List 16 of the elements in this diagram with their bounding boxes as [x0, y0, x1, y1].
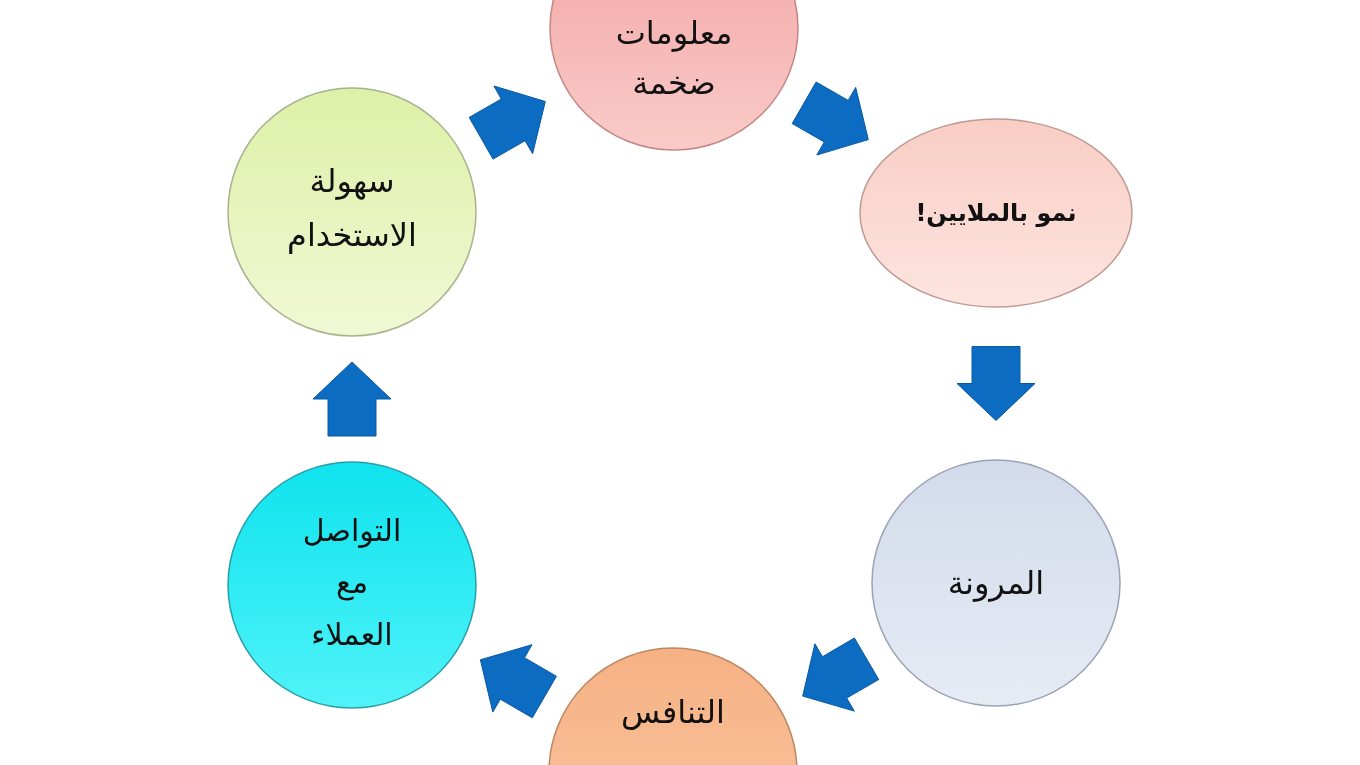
block-arrow	[312, 361, 392, 437]
circle-label: المرونة	[946, 563, 1046, 604]
circle-label: معلومات ضخمة	[614, 13, 734, 104]
topic-circle	[858, 117, 1134, 309]
block-arrow	[956, 346, 1036, 421]
topic-circle	[870, 458, 1122, 708]
circle-label: التواصل مع العملاء	[301, 512, 403, 654]
topic-circle	[226, 86, 478, 338]
block-arrow	[479, 644, 557, 719]
block-arrow	[468, 85, 546, 160]
block-arrow	[802, 637, 880, 712]
circle-label: التنافس	[620, 692, 726, 733]
circle-label: سهولة الاستخدام	[286, 161, 418, 256]
block-arrow	[791, 81, 869, 156]
topic-circle	[226, 460, 478, 710]
circle-label: نمو بالملايين!	[914, 198, 1078, 229]
